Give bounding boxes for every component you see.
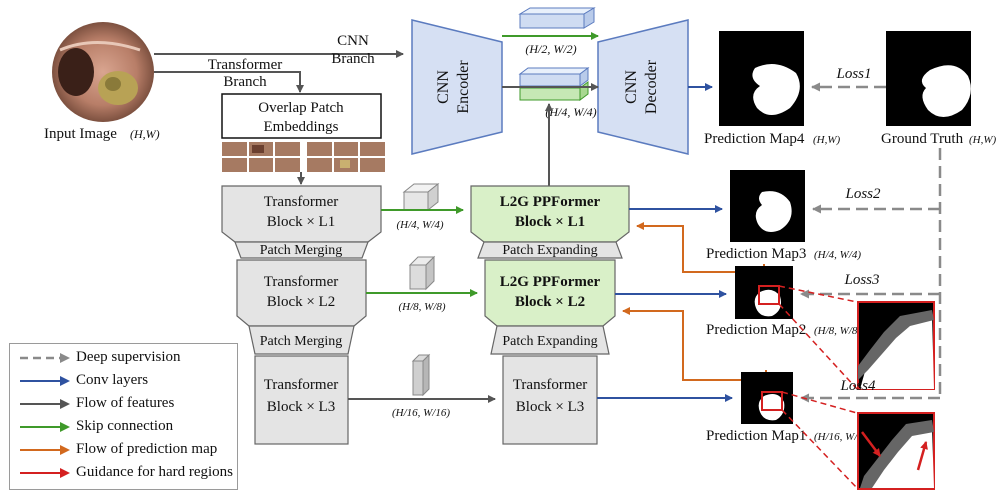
legend-label: Flow of prediction map: [76, 441, 218, 457]
loss1-label: Loss1: [835, 66, 871, 82]
decoder-transformer-line2: Block × L3: [516, 399, 584, 415]
zoom-line-2a: [778, 285, 858, 303]
patch-expanding-1: [477, 241, 623, 259]
cnn-encoder-label-1: CNN: [435, 70, 452, 104]
ppformer-block-2: [484, 259, 616, 327]
patch-merging-1: [234, 241, 369, 259]
patch-thumbnails: [222, 142, 385, 172]
zoom-line-1a: [781, 391, 858, 414]
legend: Deep supervision Conv layers Flow of fea…: [9, 343, 238, 490]
legend-label: Deep supervision: [76, 349, 181, 365]
feature-size-3: (H/16, W/16): [392, 407, 450, 419]
prediction-map1-label: Prediction Map1: [706, 428, 806, 444]
legend-conv-layers: Conv layers: [18, 372, 233, 390]
feature-cube-quarter: [402, 182, 440, 212]
feature-size-1: (H/4, W/4): [396, 219, 443, 231]
cnn-branch-label-2: Branch: [331, 51, 375, 67]
skip-feature-quarter: [518, 67, 590, 101]
legend-label: Flow of features: [76, 395, 175, 411]
prediction-map3-size: (H/4, W/4): [814, 249, 861, 261]
zoom-map1: [857, 412, 935, 490]
cnn-decoder-label-2: Decoder: [643, 59, 660, 114]
loss3-label: Loss3: [843, 272, 879, 288]
cnn-encoder: [411, 19, 503, 155]
hard-region-box-1: [761, 391, 783, 411]
ppformer-block-2-line2: Block × L2: [515, 294, 585, 310]
legend-guidance-hard-regions: Guidance for hard regions: [18, 464, 233, 482]
feature-cube-sixteenth: [411, 353, 431, 397]
transformer-block-1-line2: Block × L1: [267, 214, 335, 230]
patch-expanding-2-label: Patch Expanding: [502, 334, 597, 349]
prediction-map4-mask: [752, 64, 800, 115]
transformer-block-1-line1: Transformer: [264, 194, 338, 210]
loss2-label: Loss2: [844, 186, 881, 202]
prediction-map4-size: (H,W): [813, 134, 841, 146]
ground-truth-label: Ground Truth: [881, 131, 964, 147]
cnn-decoder-label-1: CNN: [623, 70, 640, 104]
transformer-block-2: [236, 259, 367, 327]
transformer-block-3: [254, 355, 349, 445]
transformer-block-2-line2: Block × L2: [267, 294, 335, 310]
patch-expanding-2: [490, 325, 610, 355]
feature-cube-eighth: [408, 255, 436, 291]
legend-flow-of-features: Flow of features: [18, 395, 233, 413]
hard-region-box-2: [758, 285, 780, 305]
skip-feature-half: [518, 7, 596, 29]
legend-skip-connection: Skip connection: [18, 418, 233, 436]
prediction-map2-size: (H/8, W/8): [814, 325, 861, 337]
legend-label: Guidance for hard regions: [76, 464, 234, 480]
ground-truth-mask: [921, 65, 971, 117]
transformer-block-2-line1: Transformer: [264, 274, 338, 290]
transformer-branch-label-2: Branch: [223, 74, 267, 90]
legend-label: Skip connection: [76, 418, 174, 434]
loss4-label: Loss4: [839, 378, 876, 394]
ppformer-block-1-line1: L2G PPFormer: [500, 194, 601, 210]
zoom-map2: [857, 301, 935, 390]
legend-label: Conv layers: [76, 372, 149, 388]
cnn-branch-label-1: CNN: [337, 33, 369, 49]
input-label: Input Image: [44, 126, 117, 142]
input-image: [52, 22, 154, 122]
patch-merging-1-label: Patch Merging: [260, 243, 343, 258]
ppformer-block-2-line1: L2G PPFormer: [500, 274, 601, 290]
transformer-block-3-line2: Block × L3: [267, 399, 335, 415]
legend-flow-of-prediction-map: Flow of prediction map: [18, 441, 233, 459]
input-size: (H,W): [130, 127, 160, 141]
legend-deep-supervision: Deep supervision: [18, 349, 233, 367]
patch-expanding-1-label: Patch Expanding: [502, 243, 597, 258]
prediction-map1-mask: [758, 394, 785, 421]
zoom-line-1b: [781, 409, 858, 489]
cnn-encoder-label-2: Encoder: [455, 60, 472, 114]
decoder-transformer-line1: Transformer: [513, 377, 587, 393]
decoder-transformer-block: [502, 355, 598, 445]
prediction-map4-label: Prediction Map4: [704, 131, 805, 147]
feature-size-2: (H/8, W/8): [398, 301, 445, 313]
skip-half-size: (H/2, W/2): [525, 42, 576, 56]
patch-merging-2-label: Patch Merging: [260, 334, 343, 349]
transformer-branch-arrow: [154, 71, 304, 93]
prediction-map2-label: Prediction Map2: [706, 322, 806, 338]
overlap-label-2: Embeddings: [264, 119, 339, 135]
transformer-branch-label-1: Transformer: [208, 57, 282, 73]
ppformer-block-1-line2: Block × L1: [515, 214, 585, 230]
overlap-label-1: Overlap Patch: [258, 100, 344, 116]
prediction-map3-label: Prediction Map3: [706, 246, 806, 262]
ground-truth-size: (H,W): [969, 134, 997, 146]
prediction-map3-mask: [755, 191, 792, 232]
overlap-patch-embeddings: [221, 93, 382, 139]
skip-quarter-size: (H/4, W/4): [545, 105, 596, 119]
patch-merging-2: [248, 325, 355, 355]
cnn-decoder: [597, 19, 689, 155]
transformer-block-3-line1: Transformer: [264, 377, 338, 393]
